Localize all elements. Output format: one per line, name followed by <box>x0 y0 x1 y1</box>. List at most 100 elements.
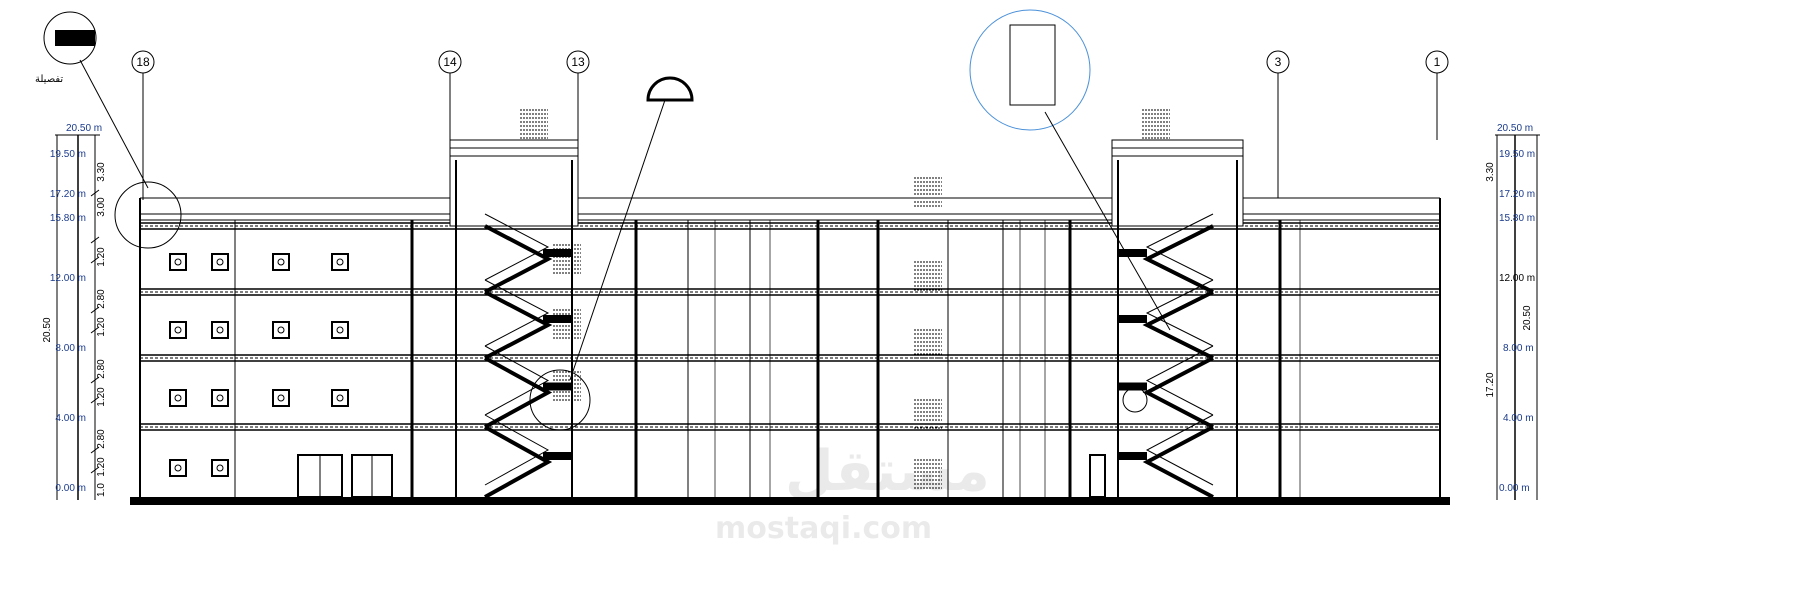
level-label: 0.00 m <box>55 483 86 494</box>
level-label: 19.50 m <box>50 149 86 160</box>
segment-label: 2.80 <box>96 289 107 309</box>
window <box>211 253 229 271</box>
level-label: 17.20 m <box>1499 189 1535 200</box>
stair-handrail <box>1145 279 1214 347</box>
level-label: 4.00 m <box>1503 413 1534 424</box>
stair-landing <box>1118 315 1147 323</box>
segment-label: 3.30 <box>96 162 107 182</box>
window-tag <box>174 326 182 334</box>
level-label: 12.00 m <box>1499 273 1535 284</box>
grid-bubble-13: 13 <box>566 50 590 74</box>
stair-flight <box>1142 290 1214 360</box>
grid-axes: 18 14 13 3 1 <box>131 50 1449 74</box>
detail-graphic <box>55 30 95 46</box>
window <box>211 389 229 407</box>
segment-label: 17.20 <box>1485 372 1496 397</box>
detail-circle <box>529 369 591 431</box>
window <box>169 459 187 477</box>
dimension-tick <box>90 446 100 454</box>
stair-handrail <box>1145 345 1214 416</box>
window-tag <box>277 258 285 266</box>
grid-bubble-1: 1 <box>1425 50 1449 74</box>
window-tag <box>174 258 182 266</box>
level-label: 20.50 m <box>1497 123 1533 134</box>
segment-label: 2.80 <box>96 359 107 379</box>
detail-graphic <box>646 76 694 102</box>
segment-label: 1.20 <box>96 387 107 407</box>
detail-circle <box>969 9 1091 131</box>
dimension-tick <box>90 189 100 197</box>
left-level-dimensions: 20.50 20.50 m 19.50 m 17.20 m 15.80 m 12… <box>42 123 107 500</box>
segment-label: 1.20 <box>96 317 107 337</box>
roof-slab <box>139 213 1441 221</box>
building-section <box>130 109 1450 505</box>
stair-flight <box>484 224 553 294</box>
stair-roof-slab <box>449 147 579 157</box>
stair-landing <box>543 452 572 460</box>
window-tag <box>336 394 344 402</box>
grid-bubble-3: 3 <box>1266 50 1290 74</box>
stair-flight <box>484 356 553 429</box>
level-label: 12.00 m <box>50 273 86 284</box>
watermark: مستقل mostaqi.com <box>715 439 990 546</box>
level-label: 8.00 m <box>1503 343 1534 354</box>
dimension-tick <box>90 466 100 474</box>
stair-landing <box>1118 382 1147 391</box>
window-tag <box>336 258 344 266</box>
stair-flight <box>1142 425 1214 499</box>
stair-flight <box>1142 356 1214 429</box>
window <box>272 253 290 271</box>
level-label: 8.00 m <box>55 343 86 354</box>
grid-bubble-14: 14 <box>438 50 462 74</box>
dimension-tick <box>90 256 100 264</box>
window-tag <box>174 394 182 402</box>
window-tag <box>216 394 224 402</box>
window-tag <box>336 326 344 334</box>
detail-leader <box>79 59 149 189</box>
stair-handrail <box>1145 414 1214 486</box>
detail-leader <box>569 99 666 381</box>
dimension-tick <box>90 396 100 404</box>
grid-label: 13 <box>571 55 585 69</box>
detail-circle <box>1122 387 1148 413</box>
dimension-tick <box>90 376 100 384</box>
window <box>211 459 229 477</box>
grid-label: 1 <box>1434 55 1441 69</box>
right-level-dimensions: 20.50 m 19.50 m 17.20 m 15.80 m 12.00 m … <box>1485 123 1540 500</box>
watermark-latin: mostaqi.com <box>715 511 932 546</box>
grid-label: 18 <box>136 55 150 69</box>
window <box>169 389 187 407</box>
level-label: 20.50 m <box>66 123 102 134</box>
dimension-tick <box>90 326 100 334</box>
stair-handrail <box>484 279 550 347</box>
window-tag <box>174 464 182 472</box>
detail-graphic <box>1009 24 1056 106</box>
watermark-arabic: مستقل <box>785 439 990 504</box>
stair-flight <box>484 425 553 499</box>
level-label: 19.50 m <box>1499 149 1535 160</box>
level-label: 0.00 m <box>1499 483 1530 494</box>
stair-landing <box>1118 249 1147 257</box>
detail-circle <box>114 181 182 249</box>
window-tag <box>216 258 224 266</box>
stair-roof-slab <box>1111 147 1244 157</box>
window <box>169 253 187 271</box>
level-label: 15.80 m <box>50 213 86 224</box>
stair-landing <box>543 315 572 323</box>
level-label: 4.00 m <box>55 413 86 424</box>
window <box>169 321 187 339</box>
window <box>331 253 349 271</box>
window <box>211 321 229 339</box>
window <box>331 321 349 339</box>
window-tag <box>216 326 224 334</box>
stair-handrail <box>484 345 550 416</box>
stair-landing <box>543 382 572 391</box>
door <box>1089 454 1106 498</box>
segment-label: 2.80 <box>96 429 107 449</box>
window <box>272 389 290 407</box>
level-label: 17.20 m <box>50 189 86 200</box>
stair-flight <box>1142 224 1214 294</box>
segment-label: 1.0 <box>96 483 107 497</box>
segment-label: 3.30 <box>1485 162 1496 182</box>
